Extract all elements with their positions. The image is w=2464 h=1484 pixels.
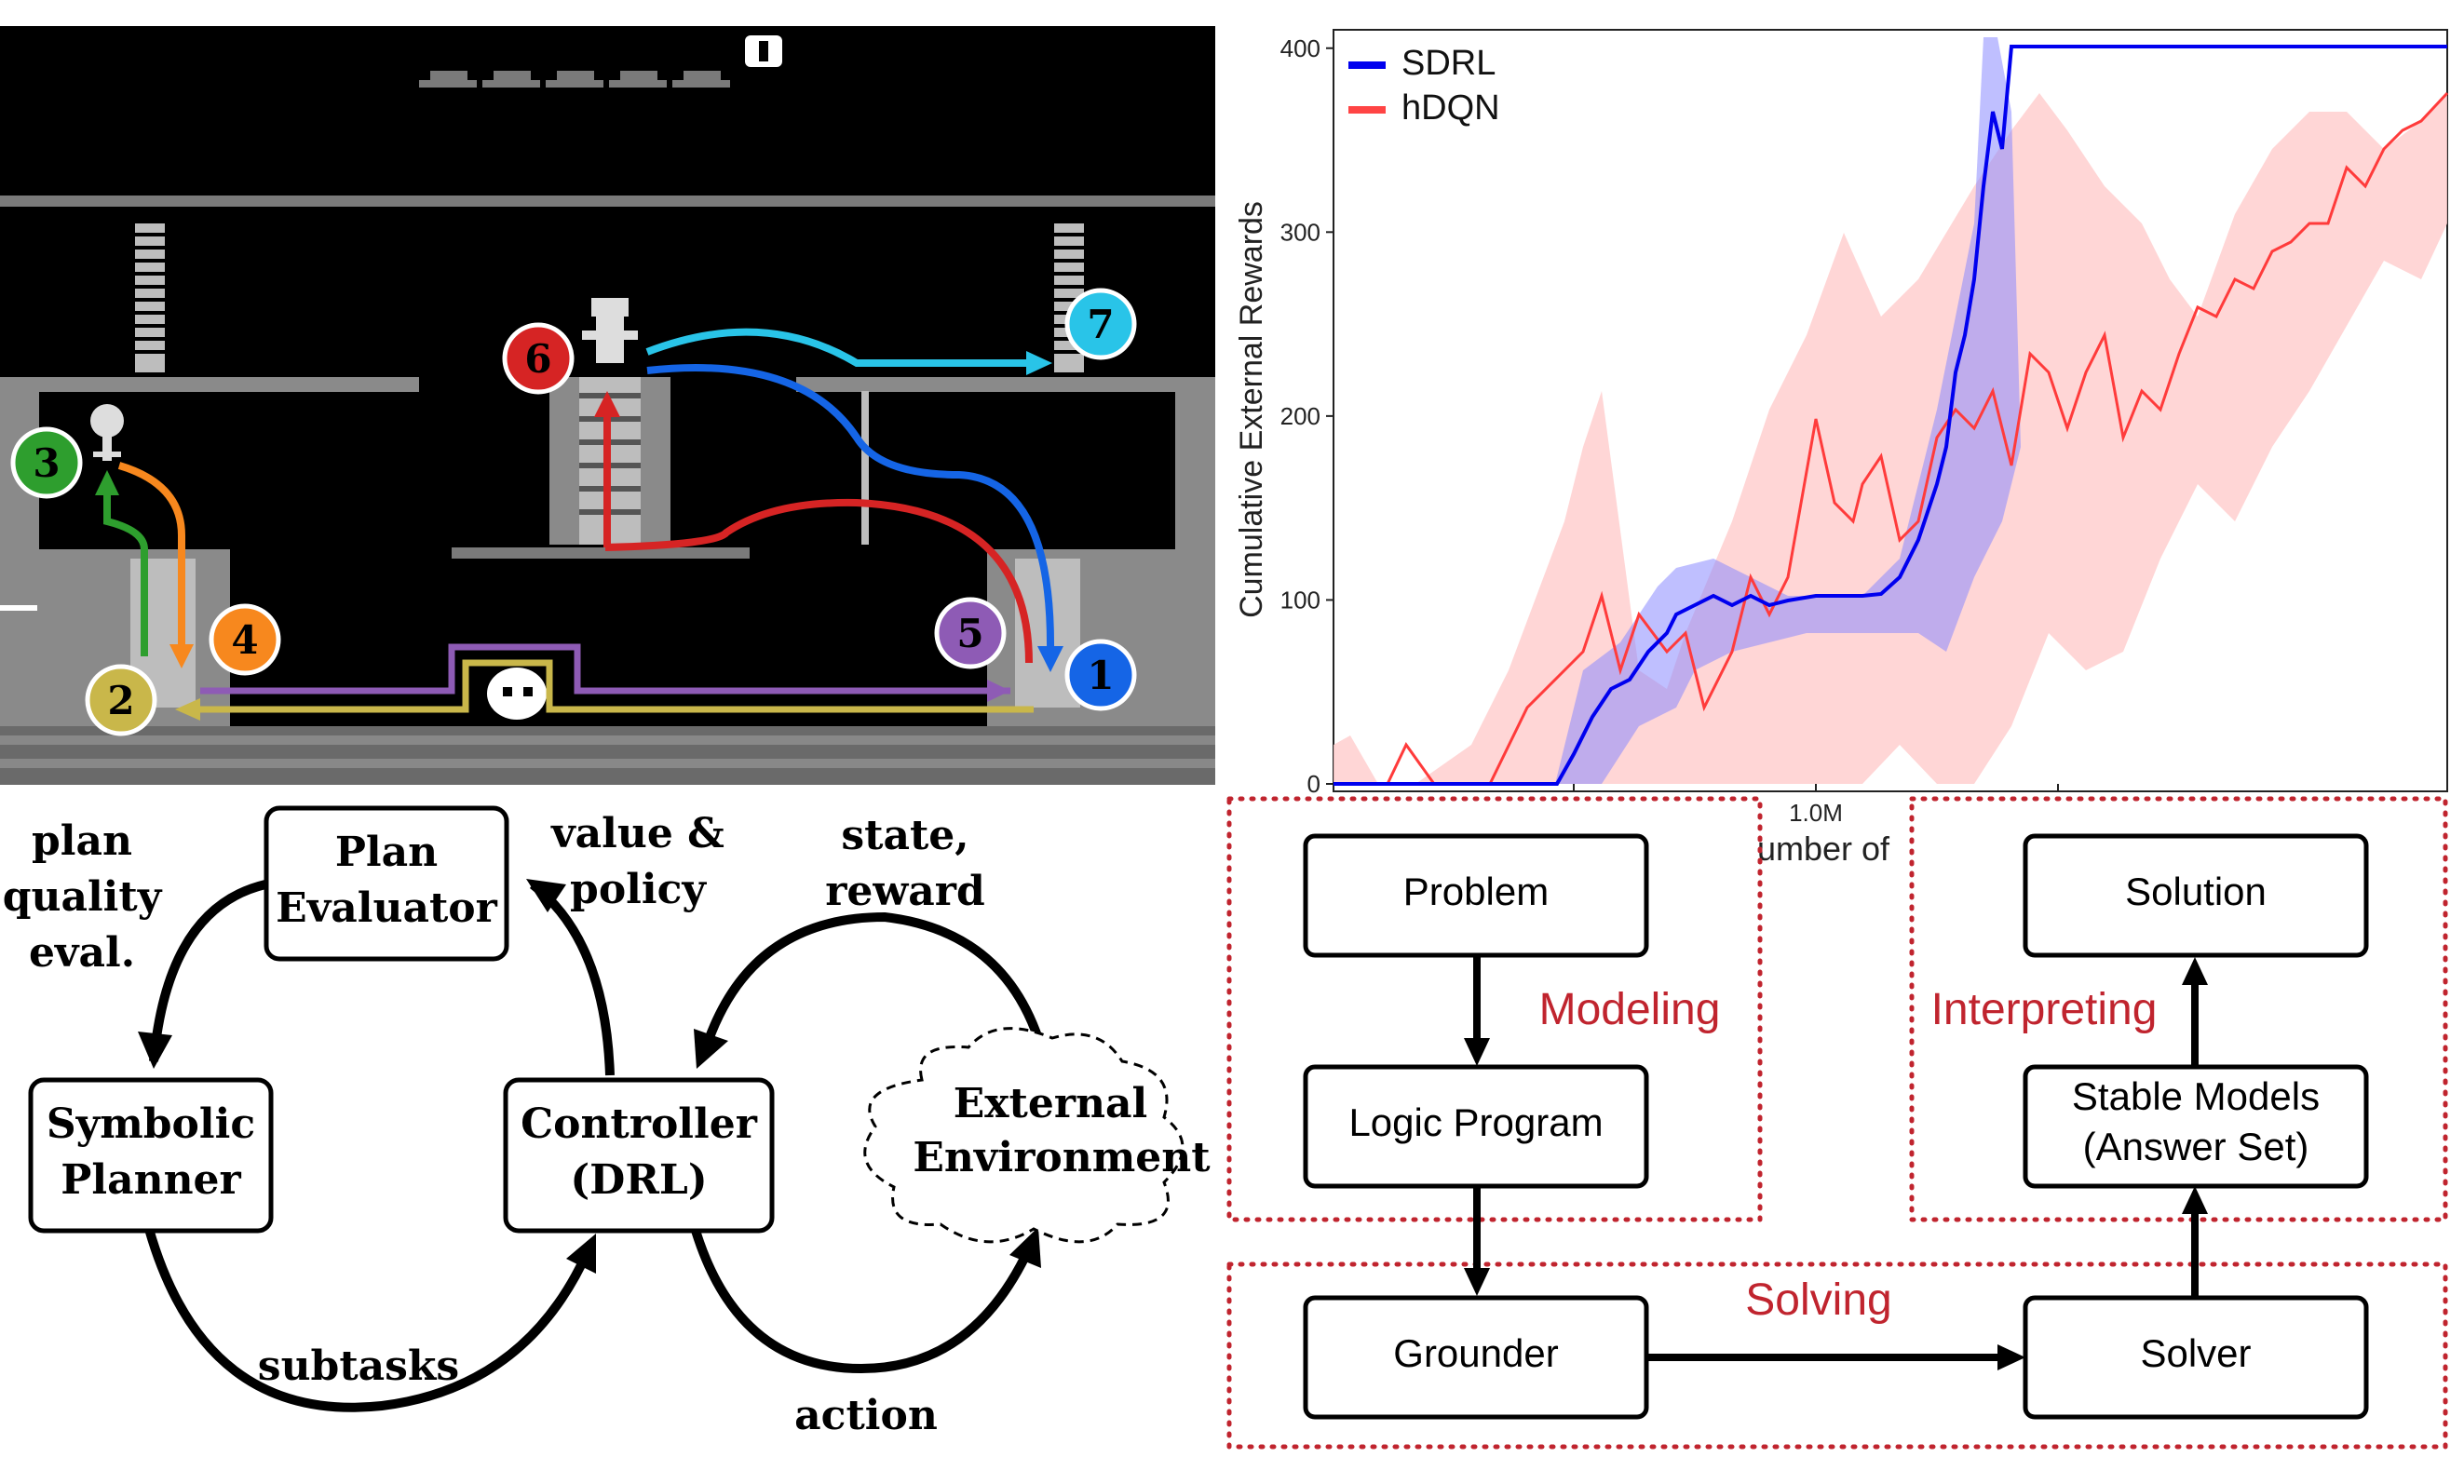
arrow-controller-to-environment: [689, 1222, 1038, 1374]
y-ticks: 0 100 200 300 400: [1280, 34, 1334, 798]
legend-sdrl: SDRL: [1401, 44, 1496, 83]
group-solving: [1226, 1261, 2448, 1450]
marker-3: [10, 426, 83, 499]
label-plan-quality-3: eval.: [29, 929, 135, 977]
node-symbolic-planner: [28, 1077, 274, 1234]
group-interpreting: [1909, 796, 2448, 1222]
lives-icons: [419, 71, 730, 88]
marker-label-4: 4: [231, 617, 258, 663]
environment-line2: Environment: [913, 1134, 1211, 1181]
label-plan-quality-1: plan: [32, 817, 132, 865]
text-problem: Problem: [1403, 870, 1549, 913]
reward-chart: 0 100 200 300 400 1.0M umber of Cumulative E…: [1234, 29, 2449, 868]
y-axis-label: Cumulative External Rewards: [1234, 201, 1269, 618]
symbolic-planner-line2: Planner: [61, 1156, 241, 1204]
marker-label-7: 7: [1087, 302, 1114, 347]
legend-hdqn: hDQN: [1401, 88, 1500, 128]
label-state-reward-1: state,: [841, 812, 968, 859]
box-grounder: [1303, 1295, 1649, 1420]
text-solution: Solution: [2125, 870, 2267, 913]
x-tick-label: 1.0M: [1789, 799, 1843, 827]
text-grounder: Grounder: [1393, 1331, 1558, 1375]
label-plan-quality-2: quality: [3, 873, 163, 921]
legend: SDRL hDQN: [1348, 44, 1500, 128]
controller-line1: Controller: [521, 1100, 758, 1148]
path-yellow: [186, 659, 1034, 713]
plan-evaluator-line1: Plan: [335, 829, 438, 876]
text-stable-models-1: Stable Models: [2072, 1074, 2320, 1118]
label-interpreting: Interpreting: [1931, 985, 2158, 1034]
arrow-evaluator-to-planner: [149, 880, 267, 1062]
y-tick-label: 300: [1280, 218, 1320, 246]
path-blue: [646, 364, 1055, 653]
arrow-planner-to-controller: [144, 1227, 596, 1412]
marker-label-3: 3: [33, 440, 60, 486]
label-action: action: [794, 1392, 938, 1439]
group-modeling: [1226, 796, 1763, 1222]
y-tick-label: 0: [1307, 770, 1320, 798]
path-cyan: [645, 328, 1034, 367]
box-solution: [2023, 833, 2369, 958]
label-subtasks: subtasks: [258, 1342, 459, 1390]
asp-pipeline: Modeling Interpreting Solving Problem Lo…: [1226, 796, 2448, 1450]
label-modeling: Modeling: [1539, 985, 1721, 1034]
controller-line2: (DRL): [570, 1156, 707, 1204]
node-plan-evaluator: [264, 805, 509, 962]
marker-1: [1064, 639, 1137, 711]
x-axis-label: umber of: [1757, 830, 1890, 868]
label-value-policy-2: policy: [570, 866, 707, 913]
path-orange: [117, 462, 185, 652]
box-problem: [1303, 833, 1649, 958]
pole: [861, 391, 869, 545]
sdrl-line: [1334, 45, 2447, 786]
label-solving: Solving: [1745, 1275, 1891, 1325]
y-tick-label: 200: [1280, 402, 1320, 430]
marker-4: [209, 603, 281, 676]
key-icon: [90, 404, 124, 461]
player-sprite: [582, 298, 638, 363]
marker-5: [934, 597, 1007, 669]
marker-6: [502, 322, 575, 395]
environment-line1: External: [954, 1080, 1147, 1127]
symbolic-planner-line1: Symbolic: [47, 1100, 255, 1148]
marker-label-2: 2: [107, 678, 134, 723]
floor: [0, 726, 1215, 785]
marker-label-1: 1: [1087, 653, 1114, 698]
path-green: [103, 489, 148, 656]
label-value-policy-1: value &: [550, 810, 724, 857]
hdqn-line: [1334, 91, 2449, 786]
node-controller: [503, 1077, 775, 1234]
y-tick-label: 400: [1280, 34, 1320, 62]
conveyor: [452, 547, 750, 559]
ceiling: [0, 196, 1215, 207]
marker-2: [85, 664, 157, 736]
y-tick-label: 100: [1280, 586, 1320, 614]
path-red: [604, 498, 1033, 664]
marker-7: [1064, 288, 1137, 360]
node-environment-cloud: [863, 1027, 1185, 1244]
sdrl-band: [1555, 37, 2021, 784]
sdrl-cycle-diagram: Plan Evaluator Symbolic Planner Controll…: [3, 805, 1211, 1439]
box-logic-program: [1303, 1064, 1649, 1189]
text-solver: Solver: [2140, 1331, 2251, 1375]
arrow-environment-to-controller: [698, 911, 1046, 1059]
label-state-reward-2: reward: [825, 868, 985, 915]
marker-label-6: 6: [524, 336, 551, 382]
box-solver: [2023, 1295, 2369, 1420]
path-markers: 1 2 3 4 5 6 7: [10, 288, 1137, 736]
hdqn-band: [1334, 93, 2447, 784]
text-stable-models-2: (Answer Set): [2083, 1125, 2309, 1168]
box-stable-models: [2023, 1064, 2369, 1189]
marker-label-5: 5: [956, 611, 983, 656]
plan-evaluator-line2: Evaluator: [276, 884, 498, 932]
skull-sprite: [487, 668, 547, 720]
game-screen: 1 2 3 4 5 6 7: [0, 26, 1215, 785]
path-purple: [200, 643, 1010, 695]
text-logic-program: Logic Program: [1348, 1100, 1603, 1144]
